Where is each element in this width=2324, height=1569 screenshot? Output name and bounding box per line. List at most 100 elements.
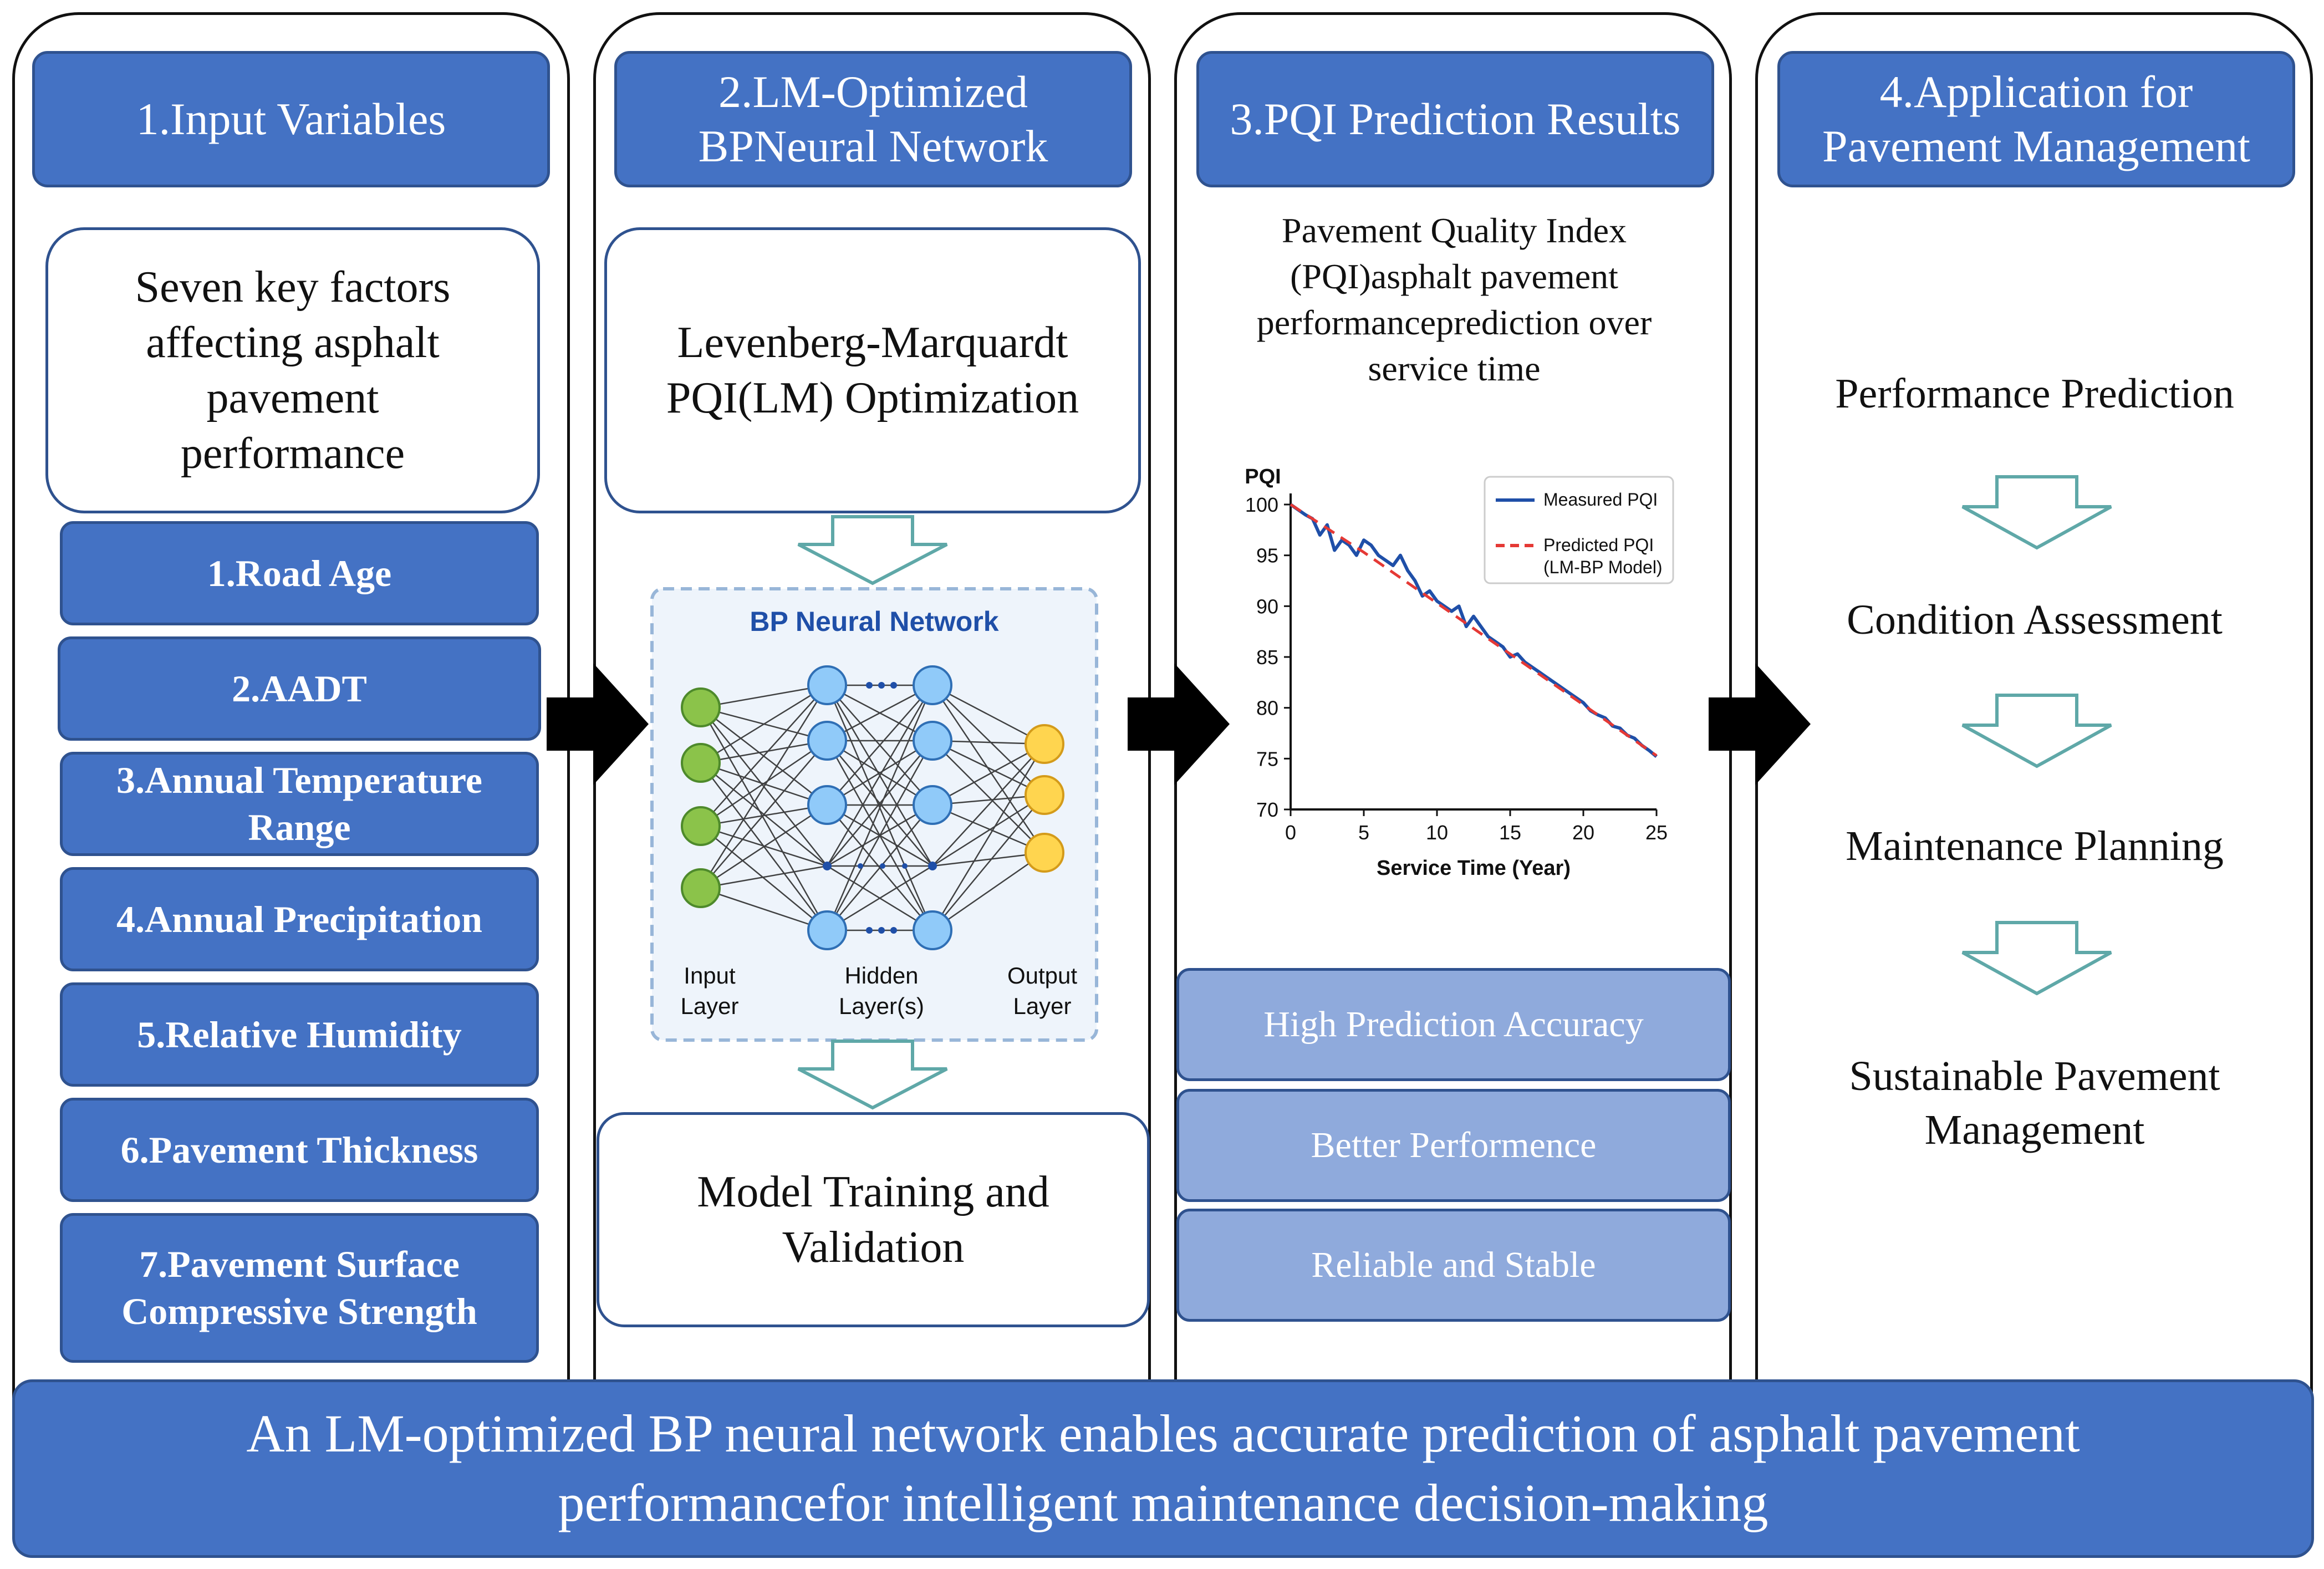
highlight-better-performance: Better Performence bbox=[1176, 1089, 1731, 1202]
ellipsis-dot bbox=[866, 682, 873, 689]
network-connection bbox=[826, 685, 934, 867]
bp-network-title: BP Neural Network bbox=[750, 606, 998, 637]
arrow-right-icon bbox=[1128, 663, 1230, 785]
y-axis-label: PQI bbox=[1245, 465, 1281, 488]
column-title-input-variables: 1.Input Variables bbox=[32, 51, 550, 187]
output-layer-caption: Output Layer bbox=[1007, 962, 1078, 1019]
input-layer-caption: Input Layer bbox=[680, 962, 739, 1019]
factor-annual-temperature-range: 3.Annual Temperature Range bbox=[60, 752, 539, 856]
hidden-node bbox=[913, 665, 952, 705]
ellipsis-dot bbox=[880, 863, 885, 869]
ellipsis-dot bbox=[890, 927, 897, 934]
network-connection bbox=[827, 685, 933, 806]
legend-entry: Measured PQI bbox=[1543, 490, 1658, 510]
pqi-description: Pavement Quality Index (PQI)asphalt pave… bbox=[1256, 210, 1652, 389]
input-node bbox=[681, 743, 721, 783]
x-tick-label: 10 bbox=[1426, 821, 1448, 844]
x-tick-label: 15 bbox=[1499, 821, 1521, 844]
input-node bbox=[681, 868, 721, 908]
ellipsis-dot bbox=[878, 927, 885, 934]
arrow-right-icon bbox=[1709, 663, 1811, 785]
ellipsis-node bbox=[928, 862, 937, 870]
y-tick-label: 75 bbox=[1256, 747, 1278, 770]
network-connection bbox=[827, 740, 933, 806]
column-title-application: 4.Application for Pavement Management bbox=[1777, 51, 2295, 187]
lm-optimization-box: Levenberg-Marquardt PQI(LM) Optimization bbox=[604, 227, 1141, 513]
arrow-right-icon bbox=[547, 663, 649, 785]
y-tick-label: 100 bbox=[1245, 493, 1278, 516]
factor-road-age: 1.Road Age bbox=[60, 521, 539, 625]
flow-arrow-down-icon bbox=[797, 1040, 948, 1110]
output-node bbox=[1025, 833, 1064, 873]
network-connection bbox=[700, 685, 828, 827]
hidden-node bbox=[913, 785, 952, 825]
network-connection bbox=[700, 684, 828, 764]
network-connection bbox=[932, 804, 1045, 854]
output-node bbox=[1025, 724, 1064, 764]
conclusion-banner: An LM-optimized BP neural network enable… bbox=[12, 1379, 2314, 1558]
flow-arrow-down-icon bbox=[1961, 475, 2112, 550]
hidden-node bbox=[807, 721, 847, 761]
network-connection bbox=[700, 684, 828, 709]
network-connection bbox=[700, 826, 828, 931]
factor-pavement-thickness: 6.Pavement Thickness bbox=[60, 1098, 539, 1202]
network-connection bbox=[932, 743, 1045, 806]
y-tick-label: 80 bbox=[1256, 697, 1278, 720]
y-tick-label: 85 bbox=[1256, 646, 1278, 669]
network-connection bbox=[932, 684, 1045, 745]
factor-annual-precipitation: 4.Annual Precipitation bbox=[60, 867, 539, 971]
ellipsis-node bbox=[823, 862, 832, 870]
highlight-high-prediction-accuracy: High Prediction Accuracy bbox=[1176, 968, 1731, 1081]
hidden-node bbox=[913, 910, 952, 950]
network-connection bbox=[700, 865, 828, 889]
x-axis-label: Service Time (Year) bbox=[1377, 857, 1571, 880]
network-connection bbox=[827, 740, 933, 867]
network-connection bbox=[700, 707, 828, 931]
ellipsis-dot bbox=[890, 682, 897, 689]
step-sustainable-pavement-management: Sustainable Pavement Management bbox=[1849, 1052, 2220, 1153]
factor-relative-humidity: 5.Relative Humidity bbox=[60, 982, 539, 1087]
network-connection bbox=[931, 685, 1046, 853]
network-connection bbox=[700, 740, 828, 827]
network-connection bbox=[932, 740, 1045, 796]
hidden-node bbox=[913, 721, 952, 761]
network-connection bbox=[700, 804, 828, 827]
hidden-layer-caption: Hidden Layer(s) bbox=[838, 962, 925, 1019]
flow-arrow-down-icon bbox=[797, 515, 948, 585]
factor-pavement-surface-compressive-strength: 7.Pavement Surface Compressive Strength bbox=[60, 1213, 539, 1363]
chart-legend bbox=[1484, 476, 1674, 584]
step-condition-assessment: Condition Assessment bbox=[1847, 596, 2223, 643]
network-connection bbox=[700, 887, 828, 931]
x-tick-label: 25 bbox=[1645, 821, 1668, 844]
network-connection bbox=[932, 743, 1045, 867]
input-node bbox=[681, 806, 721, 846]
x-tick-label: 5 bbox=[1358, 821, 1369, 844]
step-performance-prediction: Performance Prediction bbox=[1835, 370, 2234, 417]
key-factors-summary: Seven key factors affecting asphalt pave… bbox=[45, 227, 540, 513]
network-connection bbox=[931, 743, 1046, 931]
column-title-prediction-results: 3.PQI Prediction Results bbox=[1196, 51, 1714, 187]
network-connection bbox=[827, 804, 933, 931]
y-tick-label: 70 bbox=[1256, 798, 1278, 821]
column-title-neural-network: 2.LM-Optimized BPNeural Network bbox=[614, 51, 1132, 187]
flow-arrow-down-icon bbox=[1961, 921, 2112, 996]
output-node bbox=[1025, 775, 1064, 815]
network-connection bbox=[932, 794, 1045, 867]
series-line-predicted bbox=[1290, 503, 1658, 757]
ellipsis-dot bbox=[866, 927, 873, 934]
x-tick-label: 0 bbox=[1285, 821, 1296, 844]
hidden-node bbox=[807, 910, 847, 950]
y-tick-label: 95 bbox=[1256, 544, 1278, 567]
step-maintenance-planning: Maintenance Planning bbox=[1846, 822, 2224, 869]
ellipsis-dot bbox=[902, 863, 908, 869]
y-tick-label: 90 bbox=[1256, 595, 1278, 618]
network-connection bbox=[826, 740, 934, 931]
network-connection bbox=[700, 804, 828, 889]
network-connection bbox=[827, 865, 933, 931]
network-connection bbox=[932, 685, 1045, 796]
network-connection bbox=[700, 740, 828, 889]
input-node bbox=[681, 687, 721, 727]
model-training-box: Model Training and Validation bbox=[597, 1112, 1150, 1327]
ellipsis-dot bbox=[878, 682, 885, 689]
